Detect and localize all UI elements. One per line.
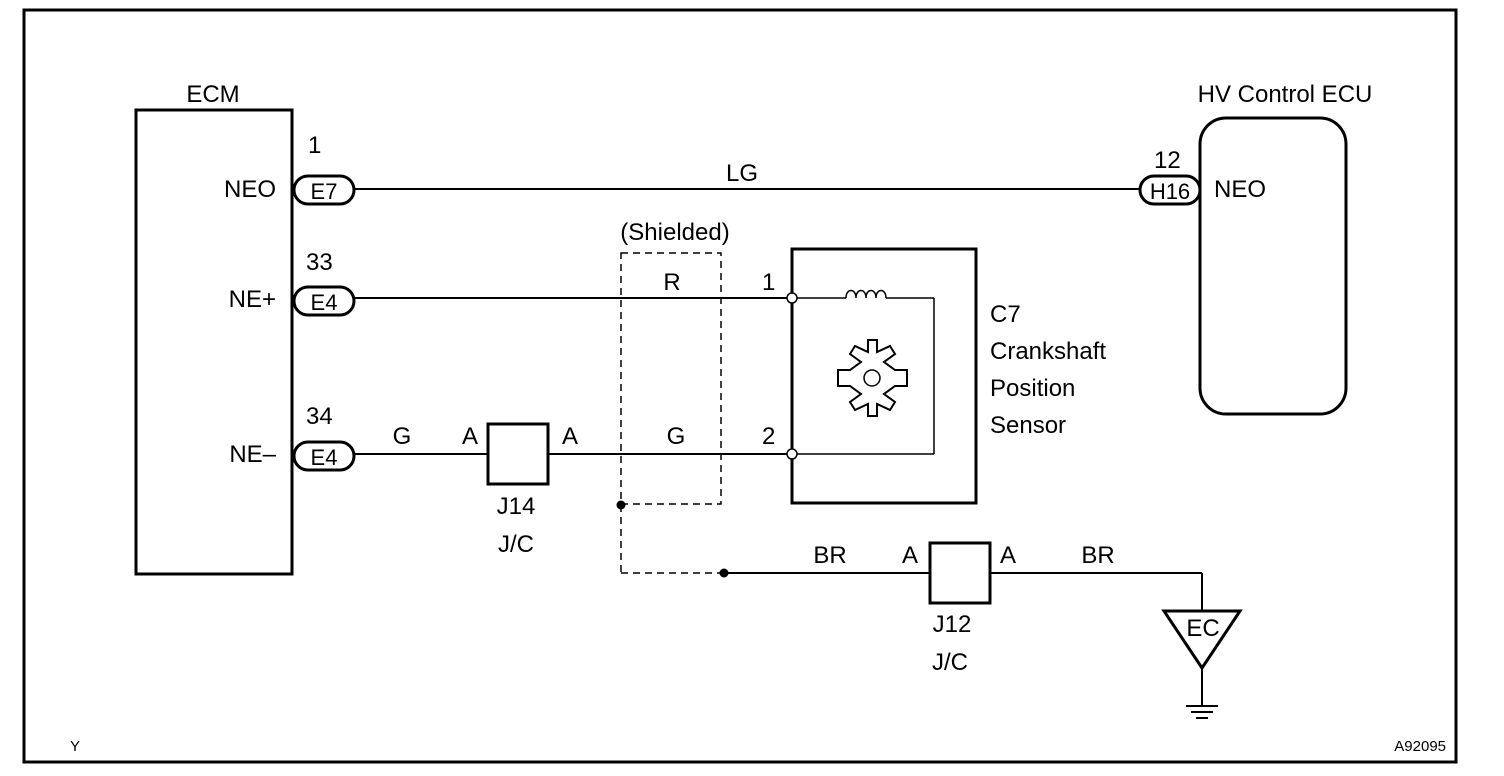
ground-triangle <box>1161 609 1243 671</box>
hv-ecu-signal: NEO <box>1214 176 1266 203</box>
wire-ne-minus-color-left: G <box>393 423 412 450</box>
sensor-pin-2: 2 <box>762 423 775 450</box>
gear-hub <box>863 369 881 387</box>
ecm-signal-neo: NEO <box>224 176 276 203</box>
ecm-pin-neo: 1 <box>308 132 321 159</box>
sensor-name-line3: Sensor <box>990 412 1066 439</box>
sensor-box <box>790 247 978 505</box>
footer-figure-id: A92095 <box>1394 738 1446 755</box>
sensor-name-line2: Position <box>990 375 1075 402</box>
hv-control-ecu-block: HV Control ECU 12 NEO H16 <box>1138 81 1373 416</box>
ecm-signal-ne-minus: NE– <box>229 441 276 468</box>
shield-box <box>620 252 722 505</box>
wire-neo-color: LG <box>726 160 758 187</box>
ecm-box <box>134 108 294 576</box>
coil-icon <box>845 289 887 299</box>
wire-ne-plus-color: R <box>663 269 680 296</box>
diagram-frame <box>22 8 1458 764</box>
shield-node-top <box>616 500 626 510</box>
hv-ecu-title: HV Control ECU <box>1198 81 1373 108</box>
ecm-title: ECM <box>186 81 239 108</box>
junction-j14-in: A <box>462 423 478 450</box>
ecm-block: ECM NEO NE+ NE– 1 33 34 E7 E4 E4 <box>134 81 356 576</box>
connector-e4-ne-minus <box>292 440 356 472</box>
sensor-terminal-2 <box>786 448 798 460</box>
junction-j12-out: A <box>1000 542 1016 569</box>
ground-ec: EC <box>1161 609 1243 719</box>
ecm-pin-ne-plus: 33 <box>306 249 333 276</box>
wire-ground-color-right: BR <box>1081 542 1114 569</box>
connector-e4-ne-plus-label: E4 <box>311 290 338 315</box>
connector-e4-ne-minus-label: E4 <box>311 445 338 470</box>
junction-j14-type: J/C <box>498 531 534 558</box>
hv-ecu-pin: 12 <box>1154 147 1181 174</box>
footer-left-code: Y <box>70 738 80 755</box>
junction-j14-code: J14 <box>497 493 536 520</box>
wire-ne-minus-color-right: G <box>667 423 686 450</box>
ground-label: EC <box>1186 615 1219 642</box>
connector-e4-ne-plus <box>292 285 356 317</box>
junction-j14-out: A <box>562 423 578 450</box>
junction-j12: A A J12 J/C <box>902 541 1016 676</box>
wire-ground-color-left: BR <box>813 542 846 569</box>
connector-h16-label: H16 <box>1150 179 1190 204</box>
sensor-pin-1: 1 <box>762 269 775 296</box>
crankshaft-position-sensor: 1 2 C7 Crankshaft Position Sensor <box>762 247 1106 505</box>
sensor-code: C7 <box>990 301 1021 328</box>
junction-j12-box <box>928 541 992 605</box>
junction-j12-in: A <box>902 542 918 569</box>
connector-e7-label: E7 <box>311 179 338 204</box>
shield-label: (Shielded) <box>620 219 729 246</box>
shield: (Shielded) <box>616 219 730 578</box>
ecm-pin-ne-minus: 34 <box>306 403 333 430</box>
ecm-signal-ne-plus: NE+ <box>229 286 276 313</box>
junction-j14: A A J14 J/C <box>462 422 578 558</box>
hv-ecu-box <box>1198 116 1348 416</box>
sensor-terminal-1 <box>786 292 798 304</box>
junction-j12-type: J/C <box>932 649 968 676</box>
junction-j14-box <box>486 422 550 486</box>
sensor-name-line1: Crankshaft <box>990 338 1106 365</box>
junction-j12-code: J12 <box>933 611 972 638</box>
